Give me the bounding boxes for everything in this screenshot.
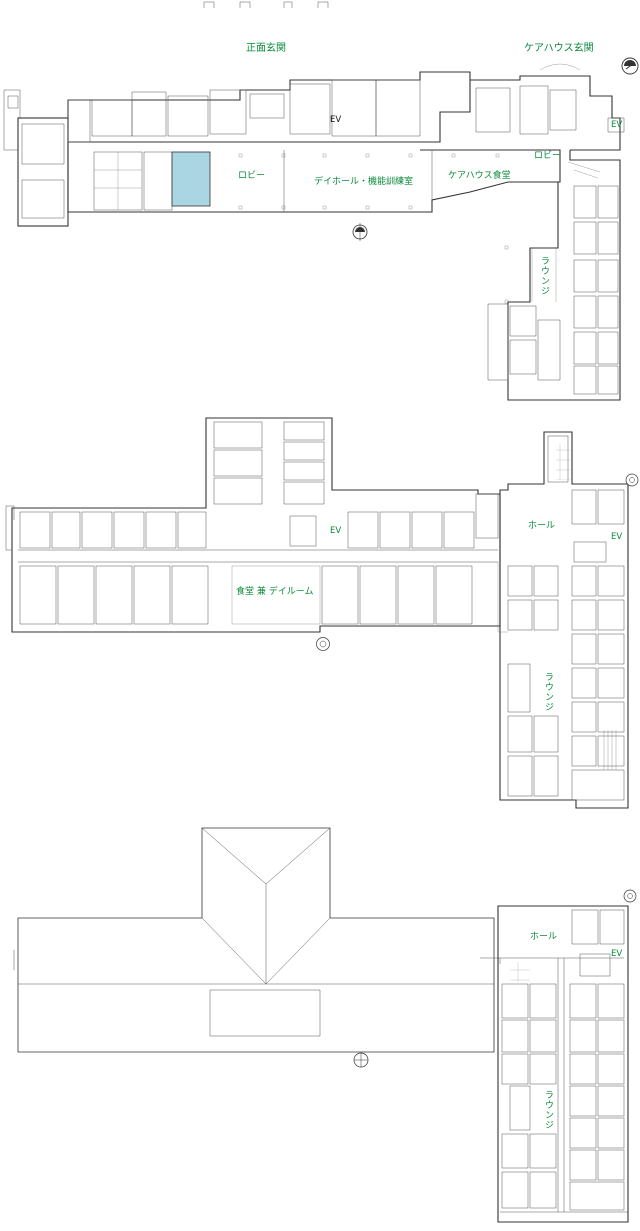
north-arrow-icon [625,473,639,487]
ev-label-floor2-right: EV [611,532,623,542]
north-arrow-icon [623,889,637,903]
ev-label-floor1-right: EV [611,120,623,130]
north-arrow-icon [621,57,639,75]
lobby-left-label: ロビー [238,171,266,181]
lounge-label-floor1: ラウンジ [539,256,549,296]
hall-label-floor2: ホール [528,521,556,531]
compass-icon [352,223,368,241]
floor-3-roof-plan [13,827,501,1053]
floor-3-tower [497,905,629,1223]
ev-label-floor1-center: EV [330,115,342,125]
pool [171,151,211,207]
hall-label-floor3: ホール [530,932,558,942]
ev-label-floor2-center: EV [330,526,342,536]
compass-icon [316,637,330,651]
lounge-label-floor2: ラウンジ [543,672,553,712]
top-edge-fragments [203,1,329,8]
carehouse-entrance-label: ケアハウス玄関 [524,43,594,54]
dining-dayroom-label: 食堂 兼 デイルーム [236,587,314,597]
floor-2-plan [5,417,629,809]
ev-label-floor3-right: EV [611,949,623,959]
front-entrance-label: 正面玄関 [246,43,286,54]
floor-1-plan [3,63,625,401]
dayhall-label: デイホール・機能訓練室 [314,177,414,187]
lounge-label-floor3: ラウンジ [543,1090,553,1130]
lobby-right-label: ロビー [534,151,562,161]
carehouse-dining-label: ケアハウス食堂 [448,171,511,181]
compass-icon [353,1052,369,1068]
